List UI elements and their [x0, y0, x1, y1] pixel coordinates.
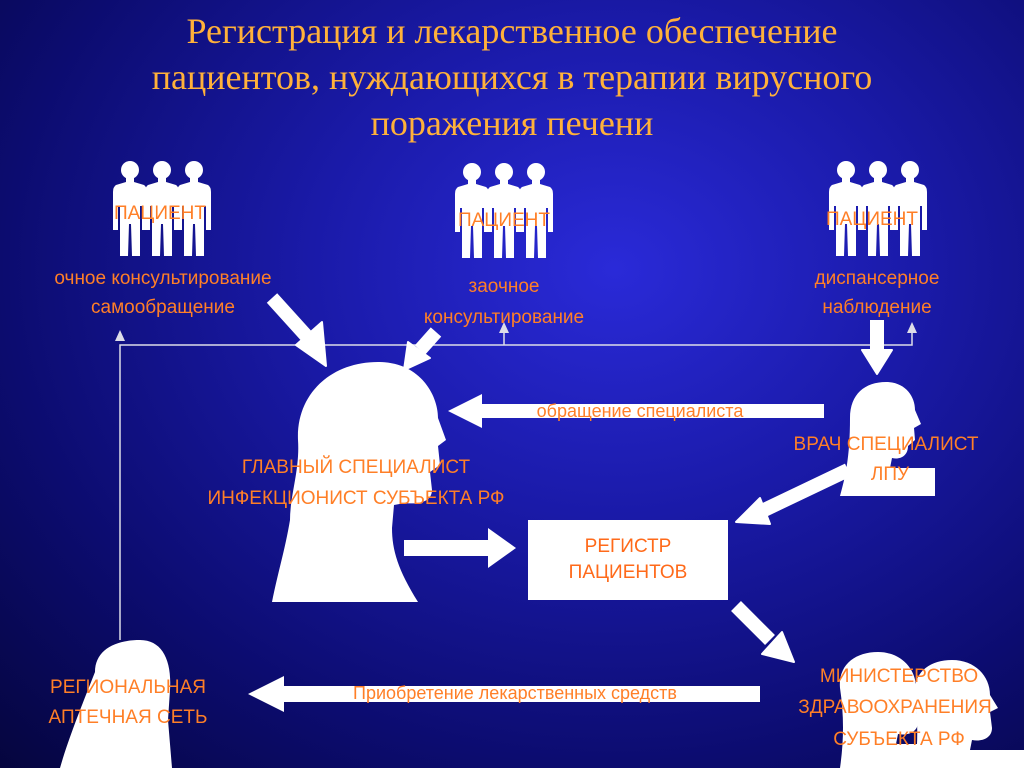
connector-arrowheads	[115, 322, 917, 341]
pharmacy-label-1: РЕГИОНАЛЬНАЯ	[50, 677, 206, 698]
chief-specialist-head-icon	[272, 362, 446, 602]
ministry-head-back-icon	[914, 660, 1024, 768]
chief-specialist-label-2: ИНФЕКЦИОНИСТ СУБЪЕКТА РФ	[207, 488, 505, 509]
ministry-label-3: СУБЪЕКТА РФ	[833, 729, 965, 750]
title-line-1: Регистрация и лекарственное обеспечение	[186, 11, 838, 51]
registry-label-1: РЕГИСТР	[584, 536, 672, 557]
chief-specialist-label-1: ГЛАВНЫЙ СПЕЦИАЛИСТ	[241, 457, 471, 478]
pharmacy-label-2: АПТЕЧНАЯ СЕТЬ	[48, 707, 208, 728]
flow-arrows	[248, 293, 893, 712]
connector-lines	[119, 330, 913, 640]
patient-center-title: ПАЦИЕНТ	[457, 210, 551, 231]
pharmacy-head-icon	[60, 640, 172, 768]
patient-center-desc-2: консультирование	[423, 307, 585, 328]
page-title: Регистрация и лекарственное обеспечение …	[0, 8, 1024, 146]
patient-center-desc-1: заочное	[468, 276, 540, 297]
patient-right-desc-2: наблюдение	[822, 297, 932, 318]
patient-left-title: ПАЦИЕНТ	[113, 203, 207, 224]
doctor-specialist-label-1: ВРАЧ СПЕЦИАЛИСТ	[793, 434, 979, 455]
patient-right-desc-1: диспансерное	[814, 268, 940, 289]
ministry-label-1: МИНИСТЕРСТВО	[819, 666, 979, 687]
patient-left-desc-2: самообращение	[91, 297, 235, 318]
drug-purchase-label: Приобретение лекарственных средств	[353, 683, 677, 703]
title-line-2: пациентов, нуждающихся в терапии вирусно…	[151, 57, 873, 97]
patient-registry-box: РЕГИСТР ПАЦИЕНТОВ	[528, 520, 728, 600]
patient-right-title: ПАЦИЕНТ	[825, 209, 919, 230]
title-line-3: поражения печени	[370, 103, 654, 143]
ministry-label-2: ЗДРАВООХРАНЕНИЯ	[798, 697, 992, 718]
patient-left-desc-1: очное консультирование	[54, 268, 272, 289]
doctor-head-icon	[840, 382, 935, 496]
specialist-request-label: обращение специалиста	[536, 401, 744, 421]
registry-label-2: ПАЦИЕНТОВ	[568, 562, 688, 583]
doctor-specialist-label-2: ЛПУ	[870, 464, 910, 485]
ministry-head-front-icon	[839, 652, 940, 768]
